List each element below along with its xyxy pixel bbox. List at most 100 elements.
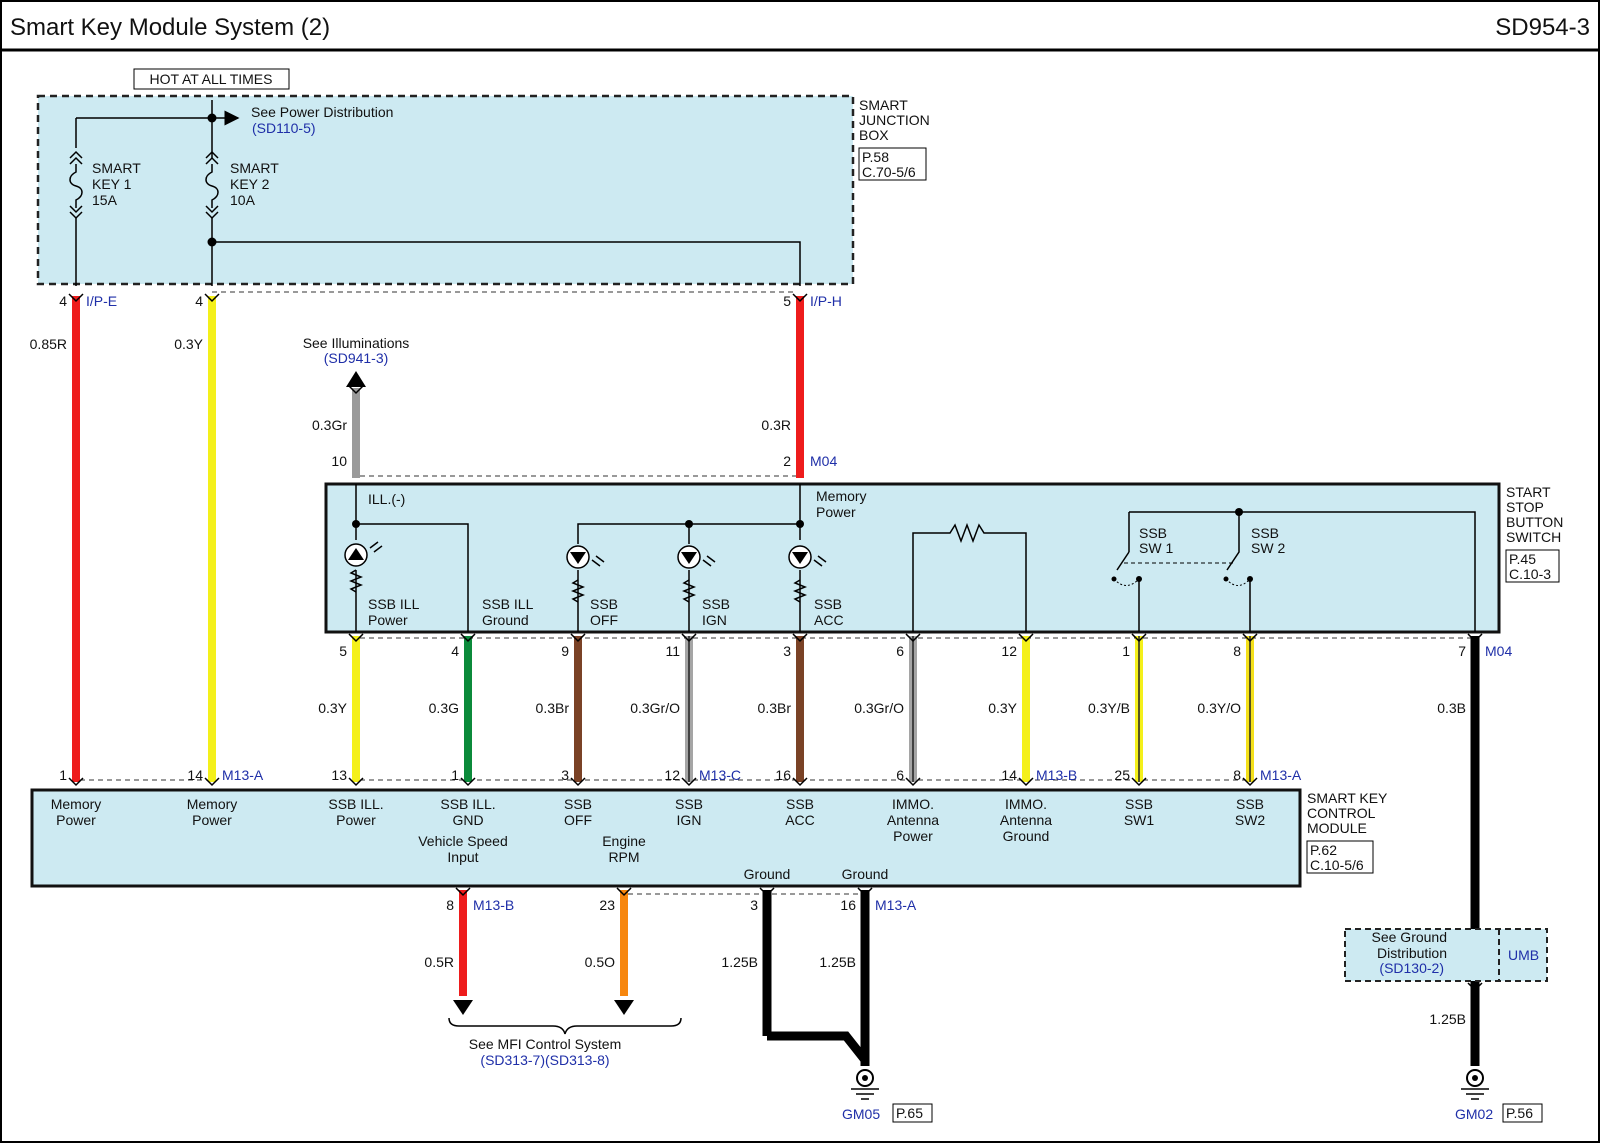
ground-jog bbox=[767, 1031, 869, 1063]
pin-number: 7 bbox=[1458, 643, 1466, 659]
mfi-ref: (SD313-7)(SD313-8) bbox=[480, 1052, 609, 1068]
pin-number: 1 bbox=[451, 767, 459, 783]
page-title: Smart Key Module System (2) bbox=[10, 14, 330, 41]
pin-number: 8 bbox=[1233, 643, 1241, 659]
ssb-ill-power-label: Power bbox=[336, 812, 376, 828]
ssb-off-label: OFF bbox=[564, 812, 592, 828]
wire-gauge: 0.3Y bbox=[318, 700, 347, 716]
illum-ref: (SD941-3) bbox=[324, 350, 389, 366]
gm02-page: P.56 bbox=[1506, 1105, 1533, 1121]
pin-number: 9 bbox=[561, 643, 569, 659]
ground-dist-line-1: See Ground bbox=[1372, 929, 1448, 945]
ground-distribution-box bbox=[1344, 928, 1548, 982]
junction-box-name-2: JUNCTION bbox=[859, 112, 930, 128]
connector-id: M13-B bbox=[1036, 767, 1077, 783]
ground-dist-conn: UMB bbox=[1508, 947, 1539, 963]
junction-box-name-1: SMART bbox=[859, 97, 908, 113]
wire-gauge: 0.3Br bbox=[536, 700, 570, 716]
ssb-acc-label: ACC bbox=[785, 812, 815, 828]
connector-id: M04 bbox=[1485, 643, 1512, 659]
ssb-name-3: BUTTON bbox=[1506, 514, 1563, 530]
wire-gauge: 0.3G bbox=[429, 700, 459, 716]
ssb-ill-ground-label-1: SSB ILL bbox=[482, 596, 534, 612]
wire-illum: 0.3Gr 10 bbox=[312, 385, 364, 478]
skm-ref-box bbox=[1306, 840, 1374, 874]
ssb-ign-label: SSB bbox=[675, 796, 703, 812]
wire-gauge: 1.25B bbox=[1429, 1011, 1466, 1027]
pin-number: 10 bbox=[331, 453, 347, 469]
pin-number: 14 bbox=[187, 767, 203, 783]
wire-gauge: 0.3Y/O bbox=[1197, 700, 1241, 716]
ssb-ill-power-label: SSB ILL. bbox=[328, 796, 383, 812]
vehicle-speed-input-label: Vehicle Speed bbox=[418, 833, 508, 849]
mfi-text: See MFI Control System bbox=[469, 1036, 622, 1052]
ssb-ill-gnd-label: GND bbox=[452, 812, 483, 828]
smart-junction-box bbox=[36, 94, 855, 286]
pin-number: 8 bbox=[1233, 767, 1241, 783]
ssb-off-label-1: SSB bbox=[590, 596, 618, 612]
ssb-name-2: STOP bbox=[1506, 499, 1544, 515]
pin-number: 6 bbox=[896, 767, 904, 783]
wire-gauge: 0.3Gr bbox=[312, 417, 347, 433]
ssb-ill-power-label-1: SSB ILL bbox=[368, 596, 420, 612]
fuse1-label-2: KEY 1 bbox=[92, 176, 132, 192]
pin-number: 13 bbox=[331, 767, 347, 783]
ssb-page: P.45 bbox=[1509, 551, 1536, 567]
ssb-sw2-label: SSB bbox=[1236, 796, 1264, 812]
wire-gauge: 0.5O bbox=[585, 954, 615, 970]
ssb-sw2-label-2: SW 2 bbox=[1251, 540, 1285, 556]
ssb-sw1-label: SW1 bbox=[1124, 812, 1155, 828]
pin-number: 12 bbox=[664, 767, 680, 783]
memory-power-2-label: Memory bbox=[187, 796, 238, 812]
pin-number: 4 bbox=[195, 293, 203, 309]
wire-umb: 1.25B bbox=[1429, 982, 1483, 1066]
skm-name-3: MODULE bbox=[1307, 820, 1367, 836]
ground-dist-line-2: Distribution bbox=[1377, 945, 1447, 961]
wire-gauge: 0.3R bbox=[761, 417, 791, 433]
wire-gauge: 1.25B bbox=[721, 954, 758, 970]
ssb-sw1-label-1: SSB bbox=[1139, 525, 1167, 541]
ssb-ill-ground-label-2: Ground bbox=[482, 612, 529, 628]
wire-gauge: 0.3Y bbox=[988, 700, 1017, 716]
ssb-conn: C.10-3 bbox=[1509, 566, 1551, 582]
wire-gauge: 0.3Gr/O bbox=[854, 700, 904, 716]
ssb-ill-lamp-icon bbox=[344, 541, 383, 593]
wire-gauge: 0.3Gr/O bbox=[630, 700, 680, 716]
smart-key-control-module bbox=[30, 788, 1302, 888]
pin-number: 5 bbox=[339, 643, 347, 659]
pin-number: 4 bbox=[451, 643, 459, 659]
ssb-ign-label-2: IGN bbox=[702, 612, 727, 628]
ssb-ref-box bbox=[1505, 549, 1560, 583]
pin-number: 3 bbox=[750, 897, 758, 913]
gm05-page-box bbox=[892, 1103, 933, 1123]
mfi-brace bbox=[448, 1017, 682, 1035]
gm05-page: P.65 bbox=[896, 1105, 923, 1121]
connector-id: M04 bbox=[810, 453, 837, 469]
memory-power-1-label: Power bbox=[56, 812, 96, 828]
ground-16-label: Ground bbox=[842, 866, 889, 882]
pin-number: 12 bbox=[1001, 643, 1017, 659]
junction-box-page: P.58 bbox=[862, 149, 889, 165]
immo-antenna-power-label: IMMO. bbox=[892, 796, 934, 812]
engine-rpm-label: Engine bbox=[602, 833, 646, 849]
wire-gnd3: 1.25B 3 bbox=[721, 887, 775, 1036]
pin-number: 11 bbox=[665, 643, 680, 659]
connector-id: M13-C bbox=[699, 767, 741, 783]
ground-gm02-icon bbox=[1461, 1069, 1489, 1100]
fuse2-label-3: 10A bbox=[230, 192, 256, 208]
wire-gauge: 0.85R bbox=[30, 336, 67, 352]
gm05-label: GM05 bbox=[842, 1106, 880, 1122]
ssb-sw1-label: SSB bbox=[1125, 796, 1153, 812]
illum-arrow-icon bbox=[346, 371, 366, 387]
wire-gauge: 1.25B bbox=[819, 954, 856, 970]
pin-number: 16 bbox=[775, 767, 791, 783]
skm-name-1: SMART KEY bbox=[1307, 790, 1388, 806]
connector-id: M13-A bbox=[1260, 767, 1302, 783]
ssb-off-label-2: OFF bbox=[590, 612, 618, 628]
